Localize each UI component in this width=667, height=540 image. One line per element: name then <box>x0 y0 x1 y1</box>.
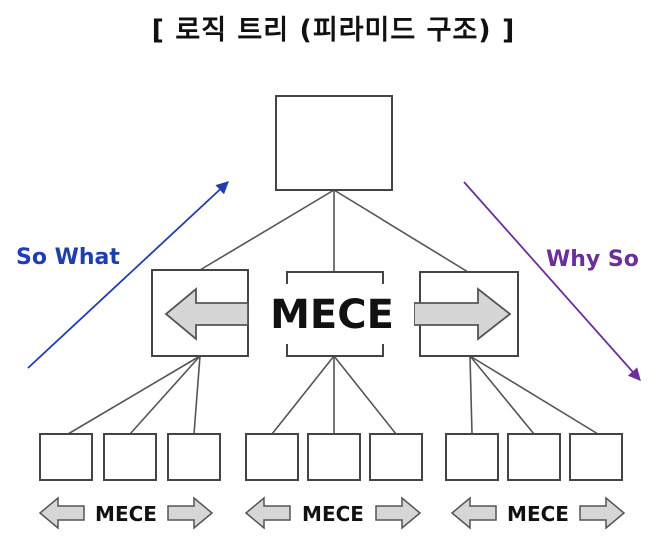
mece-big-arrow-left <box>164 287 249 341</box>
tree-connectors <box>67 189 599 435</box>
mece-arrow-left-1b <box>167 496 214 530</box>
mece-center-label: MECE <box>270 292 394 338</box>
so-what-arrow <box>27 181 229 369</box>
mece-center-label-bg <box>250 284 414 344</box>
connector-left-2 <box>129 355 201 435</box>
mece-label-left: MECE <box>95 502 157 526</box>
mece-arrow-middle-1a <box>244 496 291 530</box>
leaf-node-1 <box>39 433 93 481</box>
leaf-node-5 <box>307 433 361 481</box>
connector-top-right <box>333 189 469 273</box>
connector-middle-1 <box>271 355 335 435</box>
diagram-title: [ 로직 트리 (피라미드 구조) ] <box>151 15 516 46</box>
leaf-node-4 <box>245 433 299 481</box>
mece-arrow-right-1b <box>579 496 626 530</box>
leaf-node-8 <box>507 433 561 481</box>
connector-top-left <box>199 189 335 271</box>
leaf-node-3 <box>167 433 221 481</box>
leaf-node-9 <box>569 433 623 481</box>
mece-arrow-right-1a <box>450 496 497 530</box>
leaf-node-7 <box>445 433 499 481</box>
connector-middle-3 <box>333 355 397 435</box>
leaf-node-2 <box>103 433 157 481</box>
connector-left-1 <box>67 355 201 435</box>
mece-label-middle: MECE <box>302 502 364 526</box>
mece-arrow-left-1a <box>38 496 85 530</box>
connector-right-1 <box>469 355 473 435</box>
so-what-label: So What <box>16 245 120 270</box>
connector-right-3 <box>469 355 599 435</box>
mece-label-right: MECE <box>507 502 569 526</box>
connector-right-2 <box>469 355 535 435</box>
why-so-label: Why So <box>546 247 639 272</box>
mece-arrow-middle-1b <box>375 496 422 530</box>
leaf-node-6 <box>369 433 423 481</box>
why-so-arrow <box>463 181 641 381</box>
connector-left-3 <box>193 355 201 435</box>
mece-big-arrow-right <box>413 287 512 341</box>
top-node-box <box>275 95 393 191</box>
